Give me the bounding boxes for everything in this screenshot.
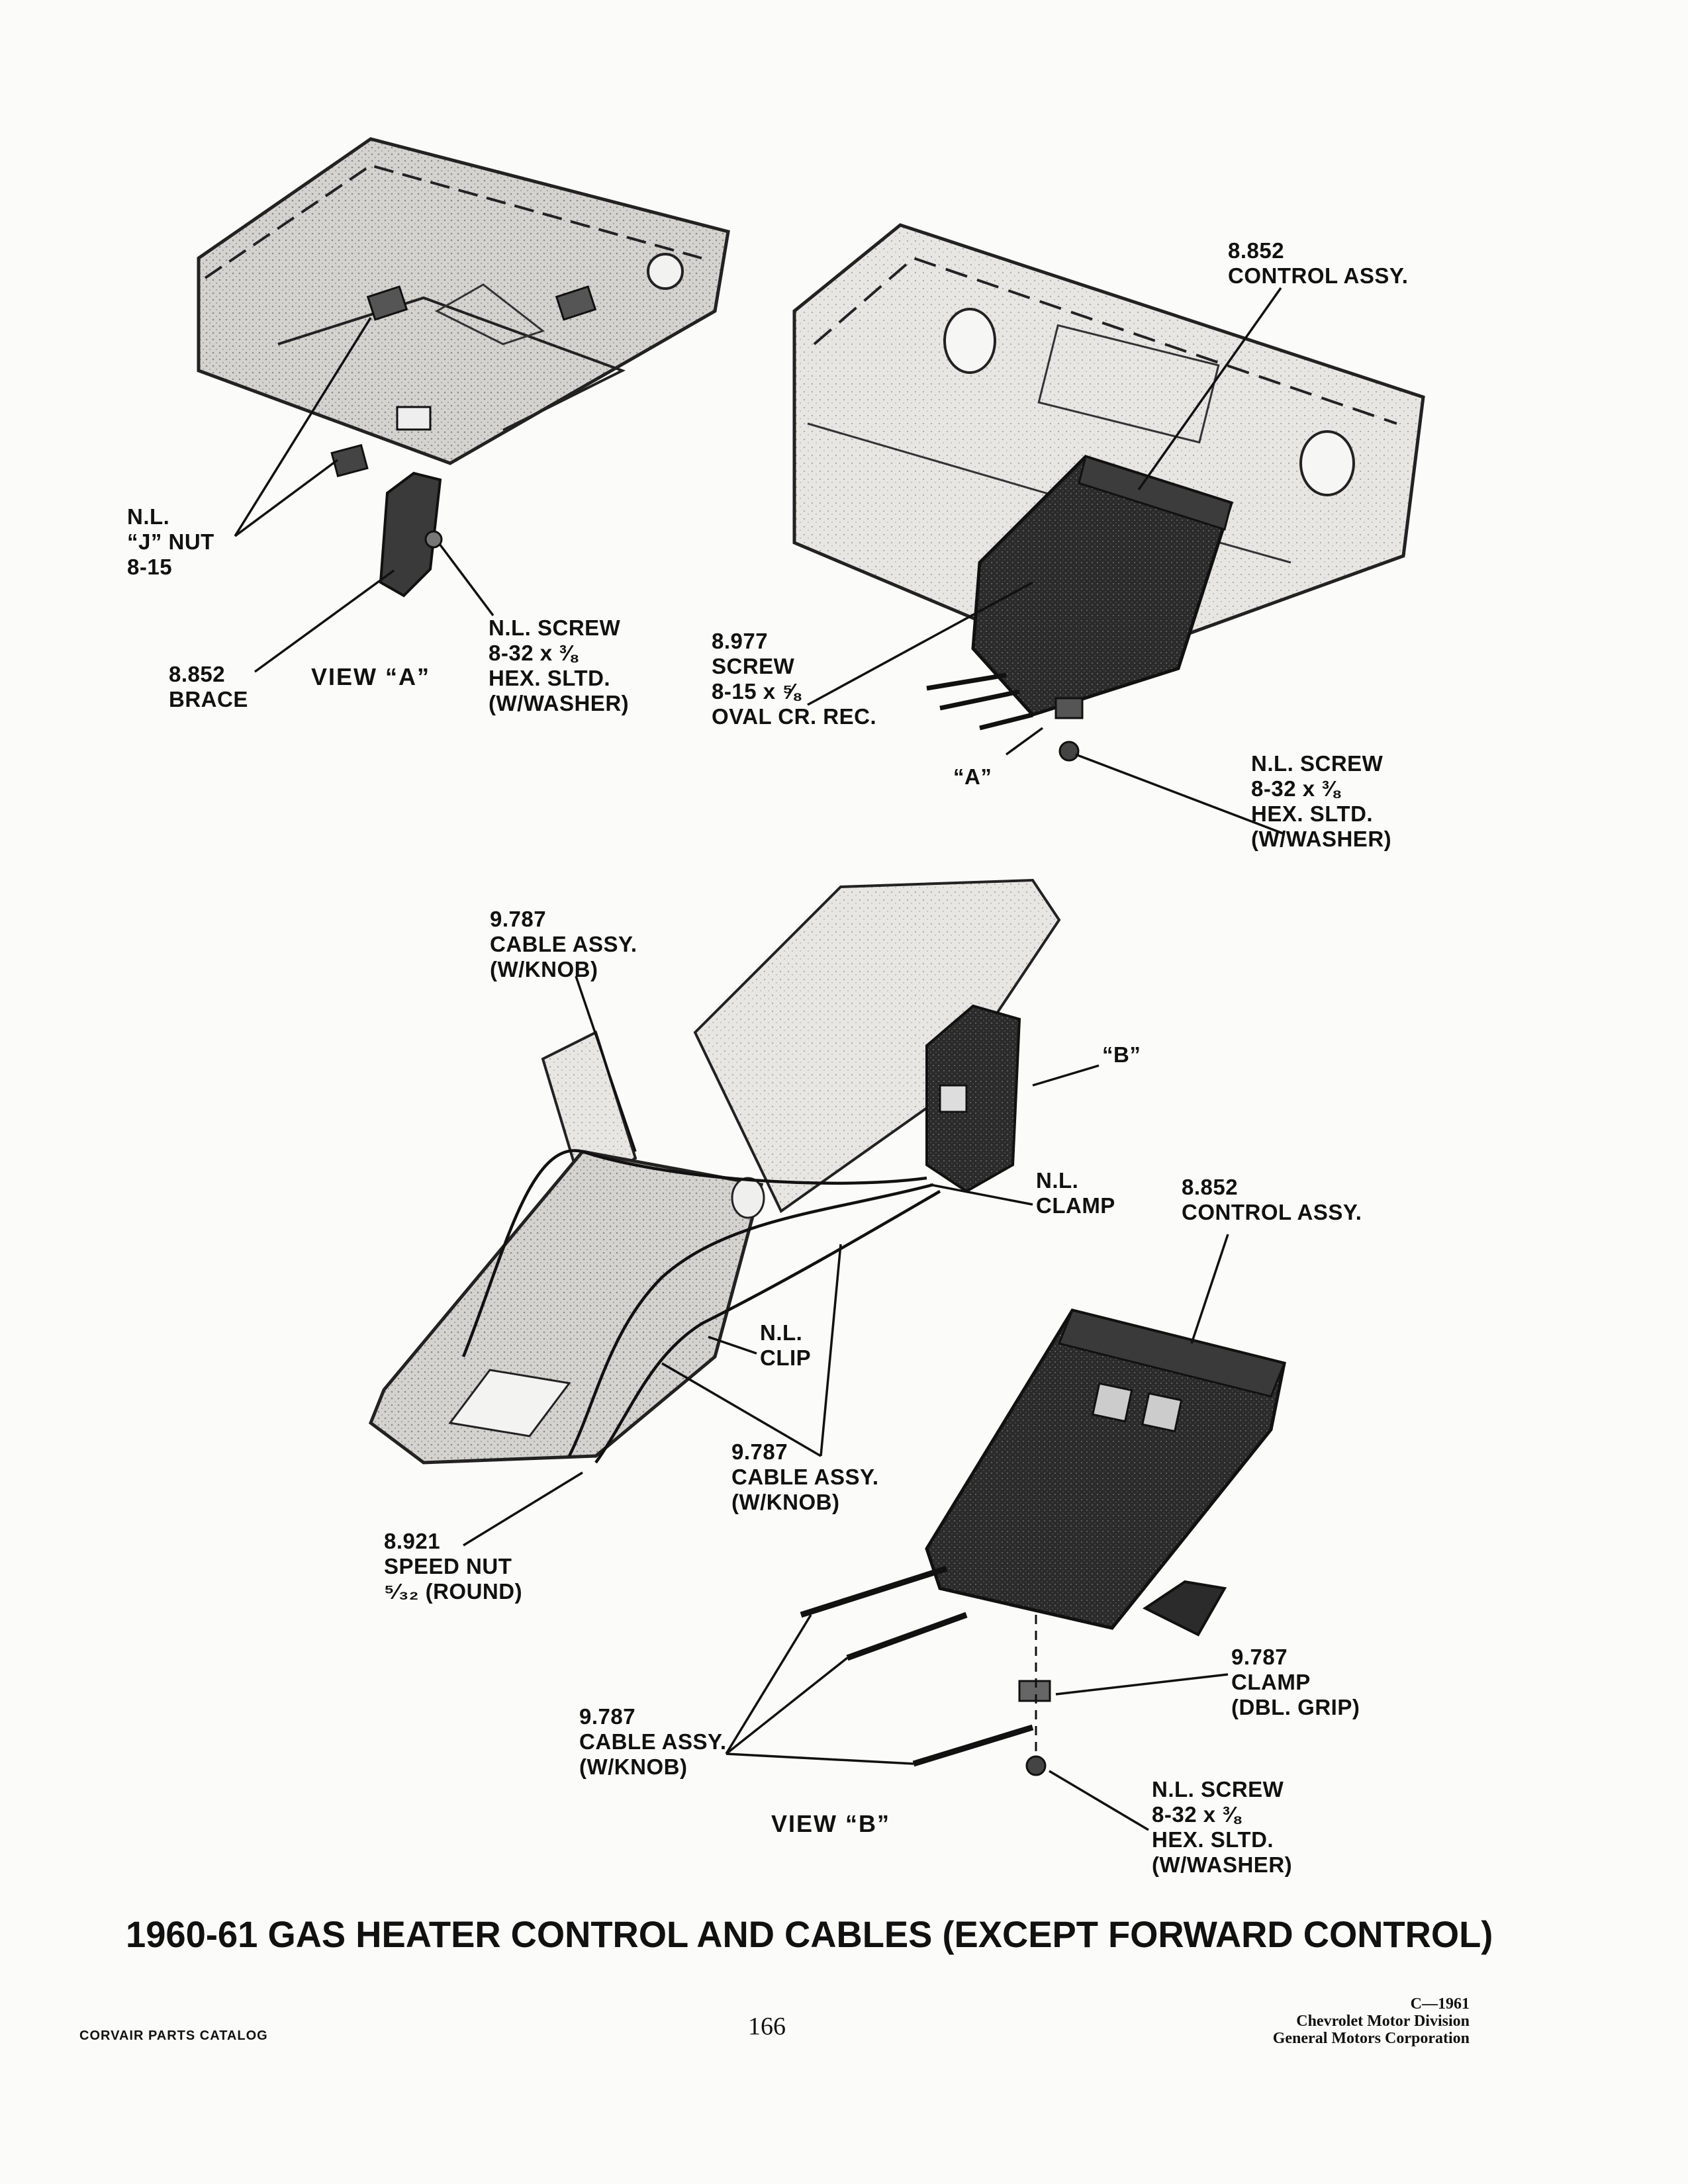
- leader-lines-view-a: [234, 317, 494, 673]
- leader-lines-top-right: [807, 287, 1285, 835]
- cable-ends-b: [800, 1565, 1034, 1767]
- control-assembly-view-b: [925, 1308, 1286, 1637]
- callout-a: “A”: [953, 764, 992, 789]
- figure-caption: 1960-61 GAS HEATER CONTROL AND CABLES (E…: [126, 1913, 1493, 1955]
- callout-b: “B”: [1102, 1042, 1141, 1067]
- dash-housing-view-a: [197, 137, 730, 465]
- floor-tunnel: [368, 878, 1061, 1465]
- leader-lines-mid: [463, 976, 1100, 1547]
- catalog-name: CORVAIR PARTS CATALOG: [79, 2028, 268, 2043]
- cable-runs-mid: [461, 1149, 941, 1464]
- dash-housing-top-right: [792, 223, 1425, 670]
- page-number: 166: [748, 2013, 786, 2040]
- control-assembly-top: [926, 455, 1234, 762]
- j-nut-part: [330, 443, 369, 478]
- label-clip: N.L.CLIP: [760, 1320, 812, 1370]
- label-clamp: N.L.CLAMP: [1036, 1168, 1115, 1218]
- brace-part: [379, 471, 442, 598]
- heater-control-b: [925, 1004, 1021, 1193]
- leader-lines-view-b: [725, 1234, 1229, 1831]
- view-b-title: VIEW “B”: [771, 1810, 891, 1837]
- view-a-title: VIEW “A”: [311, 663, 431, 690]
- screw-part-a: [424, 530, 443, 549]
- clamp-and-screw-b: [1018, 1615, 1051, 1776]
